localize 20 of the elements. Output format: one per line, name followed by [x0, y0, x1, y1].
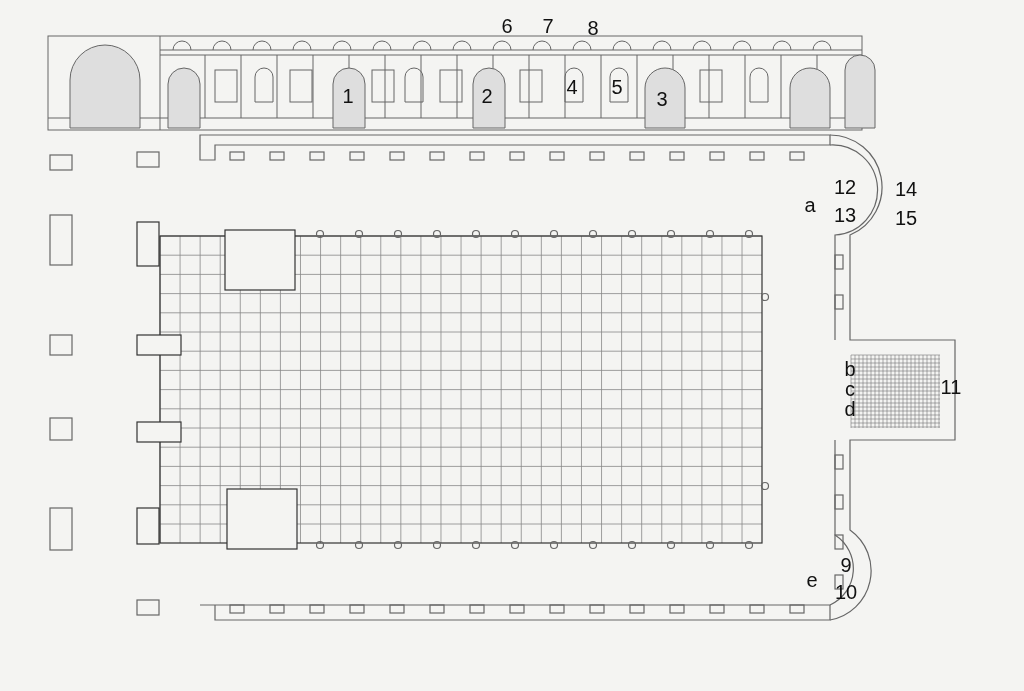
- callout-number: 7: [542, 16, 554, 36]
- callout-number: 11: [940, 377, 962, 397]
- callout-number: 5: [611, 77, 623, 97]
- callout-letter: e: [806, 570, 818, 590]
- callout-number: 2: [481, 86, 493, 106]
- callout-number: 13: [833, 205, 857, 225]
- callout-letter: d: [844, 399, 856, 419]
- callout-number: 8: [587, 18, 599, 38]
- callout-number: 4: [566, 77, 578, 97]
- callout-letter: a: [804, 195, 816, 215]
- callout-number: 12: [833, 177, 857, 197]
- callout-number: 10: [834, 582, 858, 602]
- callout-number: 9: [840, 555, 852, 575]
- callout-number: 6: [501, 16, 513, 36]
- callout-number: 1: [342, 86, 354, 106]
- callout-number: 15: [894, 208, 918, 228]
- callout-letter: b: [844, 359, 856, 379]
- callout-number: 3: [656, 89, 668, 109]
- callout-letter: c: [845, 379, 855, 399]
- callout-number: 14: [894, 179, 918, 199]
